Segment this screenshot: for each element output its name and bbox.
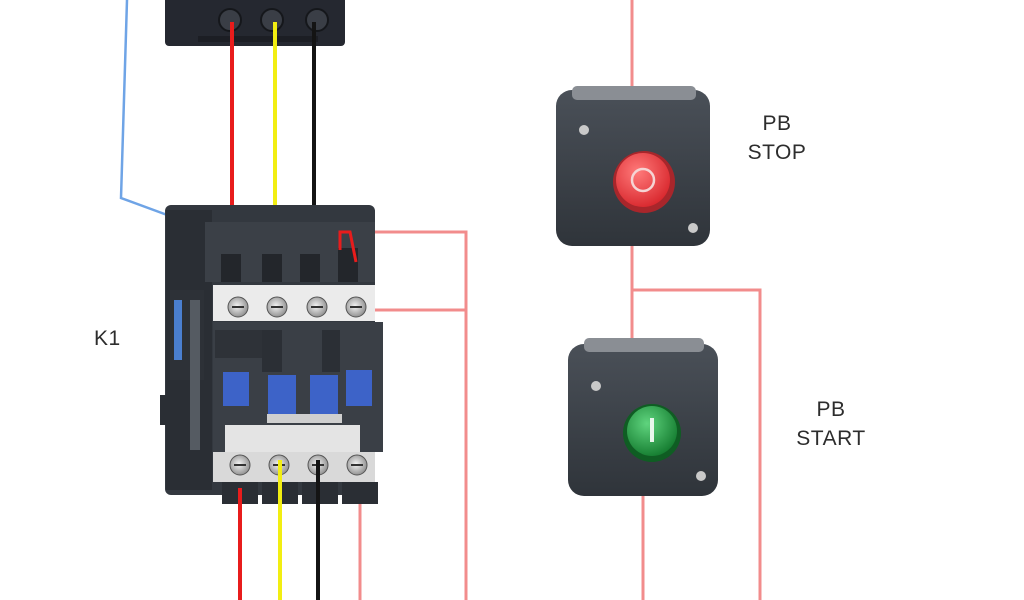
label-pb-start-line1: PB [816,398,846,421]
label-pb-stop-line1: PB [762,112,792,135]
pushbutton-start [568,338,718,496]
circuit-breaker [165,0,345,46]
label-pb-stop-line2: STOP [747,141,807,164]
contactor-k1 [160,205,383,504]
coil-jumper-wire [338,230,358,263]
label-k1: K1 [94,327,121,350]
label-pb-start: PB START [786,395,876,453]
label-pb-stop: PB STOP [736,109,818,167]
pushbutton-stop [556,86,710,246]
control-wiring [348,0,762,600]
label-pb-start-line2: START [796,427,866,450]
main-power-wires-bottom [238,460,320,600]
